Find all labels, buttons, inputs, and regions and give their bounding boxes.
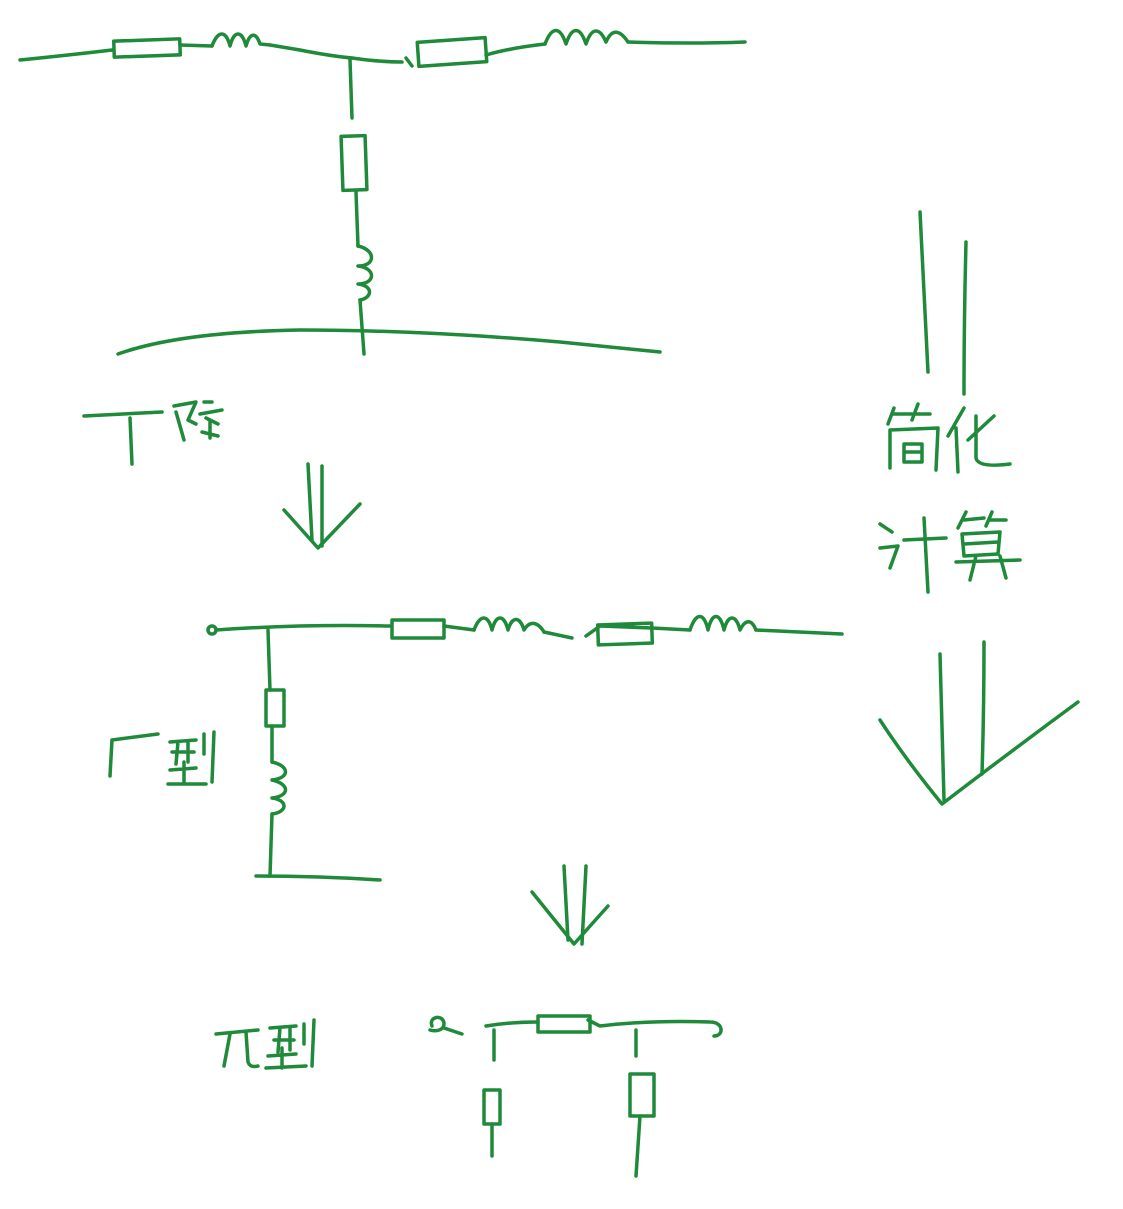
pi-shunt2-wire-bottom <box>634 1114 642 1178</box>
simplify-glyph-hua <box>946 406 1012 474</box>
calculate-label <box>878 510 1022 594</box>
arrow-gamma-to-pi <box>530 864 610 946</box>
gamma-bottom-line <box>254 874 382 882</box>
simplify-arrow-bottom-line-1 <box>938 652 946 802</box>
t-series-resistor-1 <box>111 37 183 59</box>
t-shunt-wire-top <box>348 58 354 120</box>
arrow-t-to-gamma <box>282 462 362 550</box>
gamma-series-inductor-2 <box>688 614 758 632</box>
t-series-inductor-2 <box>543 28 630 46</box>
gamma-shunt-wire-top <box>266 628 272 692</box>
calculate-glyph-ji <box>878 516 948 594</box>
simplify-arrow-top-line-1 <box>918 210 930 374</box>
t-top-line-right <box>350 40 747 68</box>
arrow-gamma-to-pi-head <box>530 890 610 946</box>
simplify-arrow-bottom-line-2 <box>980 640 986 776</box>
t-shunt-resistor <box>339 133 369 193</box>
pi-shunt2-resistor <box>628 1072 656 1118</box>
arrow-t-to-gamma-shaft <box>306 462 324 548</box>
gamma-type-glyph <box>166 730 216 786</box>
pi-input-terminal <box>428 1015 464 1036</box>
t-series-inductor-1 <box>210 32 272 48</box>
simplify-arrow-bottom <box>878 640 1080 806</box>
simplify-glyph-jian <box>886 402 940 472</box>
t-shunt-wire-mid <box>354 190 360 248</box>
gamma-top-line <box>214 623 844 640</box>
arrow-t-to-gamma-head <box>282 502 362 550</box>
t-type-glyph <box>172 400 224 442</box>
simplify-arrow-top-line-2 <box>962 240 968 396</box>
pi-type-circuit <box>428 1014 723 1178</box>
t-type-letter <box>82 410 164 466</box>
pi-shunt1-resistor <box>482 1088 502 1126</box>
simplify-label <box>886 402 1012 474</box>
gamma-shunt-inductor <box>270 760 288 816</box>
t-series-resistor-2 <box>415 35 489 69</box>
t-type-circuit <box>18 28 747 356</box>
gamma-type-letter <box>108 732 160 778</box>
t-shunt-inductor <box>356 244 374 302</box>
gamma-series-inductor-1 <box>472 616 546 634</box>
calculate-glyph-suan <box>954 510 1022 582</box>
pi-series-resistor <box>536 1014 592 1034</box>
gamma-series-resistor-1 <box>390 618 446 640</box>
pi-type-letter <box>214 1028 260 1069</box>
arrow-gamma-to-pi-shaft <box>562 864 588 946</box>
simplify-arrow-top <box>918 210 968 396</box>
gamma-type-label <box>108 730 216 786</box>
gamma-shunt-resistor <box>264 688 286 728</box>
gamma-type-circuit <box>206 614 844 882</box>
simplify-arrow-bottom-head <box>878 700 1080 806</box>
pi-type-glyph <box>264 1018 316 1070</box>
pi-top-line <box>484 1018 723 1038</box>
t-top-line-left <box>18 43 354 62</box>
t-type-label <box>82 400 224 466</box>
pi-type-label <box>214 1018 316 1070</box>
gamma-shunt-wire-bottom <box>268 812 274 878</box>
t-bottom-line <box>116 328 662 356</box>
t-shunt-wire-bottom <box>358 298 366 356</box>
gamma-series-resistor-2 <box>595 621 655 647</box>
